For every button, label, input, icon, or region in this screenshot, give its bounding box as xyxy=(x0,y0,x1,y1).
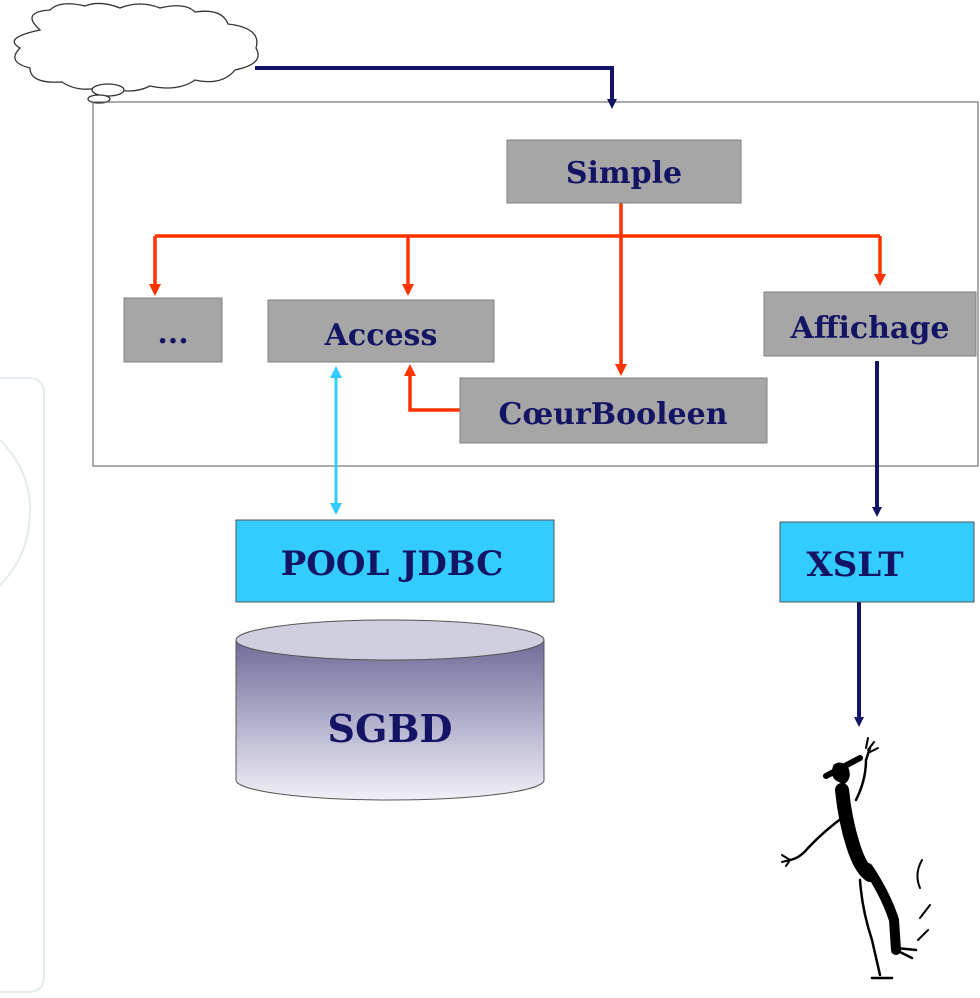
node-simple: Simple xyxy=(506,139,742,204)
node-affichage-label: Affichage xyxy=(790,311,950,346)
thought-cloud-icon xyxy=(13,2,259,104)
node-xslt-label: XSLT xyxy=(806,545,903,585)
node-access-label: Access xyxy=(324,318,438,353)
node-sgbd-label: SGBD xyxy=(328,706,453,751)
node-ellipsis-label: ... xyxy=(157,316,188,351)
node-ellipsis: ... xyxy=(123,297,223,363)
dispatch-arrows xyxy=(149,203,886,412)
node-coeurbooleen-label: CœurBooleen xyxy=(498,397,727,432)
request-arrow xyxy=(255,66,617,109)
background-decoration xyxy=(0,377,45,993)
node-affichage: Affichage xyxy=(763,291,977,357)
node-access: Access xyxy=(267,299,495,363)
node-xslt: XSLT xyxy=(779,521,975,603)
node-simple-label: Simple xyxy=(566,156,682,191)
application-container xyxy=(92,101,979,467)
database-cylinder-icon: SGBD xyxy=(235,619,545,801)
node-coeurbooleen: CœurBooleen xyxy=(459,377,768,444)
node-pool-jdbc-label: POOL JDBC xyxy=(281,544,504,584)
stick-figure-user-icon xyxy=(781,737,931,980)
node-pool-jdbc: POOL JDBC xyxy=(235,519,555,603)
